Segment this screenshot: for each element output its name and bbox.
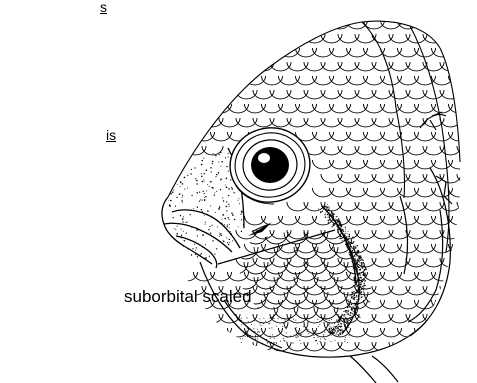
cropped-label-fragment-top: s bbox=[100, 0, 107, 14]
cropped-label-fragment-middle: is bbox=[106, 128, 116, 142]
suborbital-scaled-label: suborbital scaled bbox=[124, 287, 252, 307]
callout-leader bbox=[218, 230, 335, 264]
gill-cover bbox=[400, 168, 452, 336]
eye bbox=[224, 122, 316, 209]
